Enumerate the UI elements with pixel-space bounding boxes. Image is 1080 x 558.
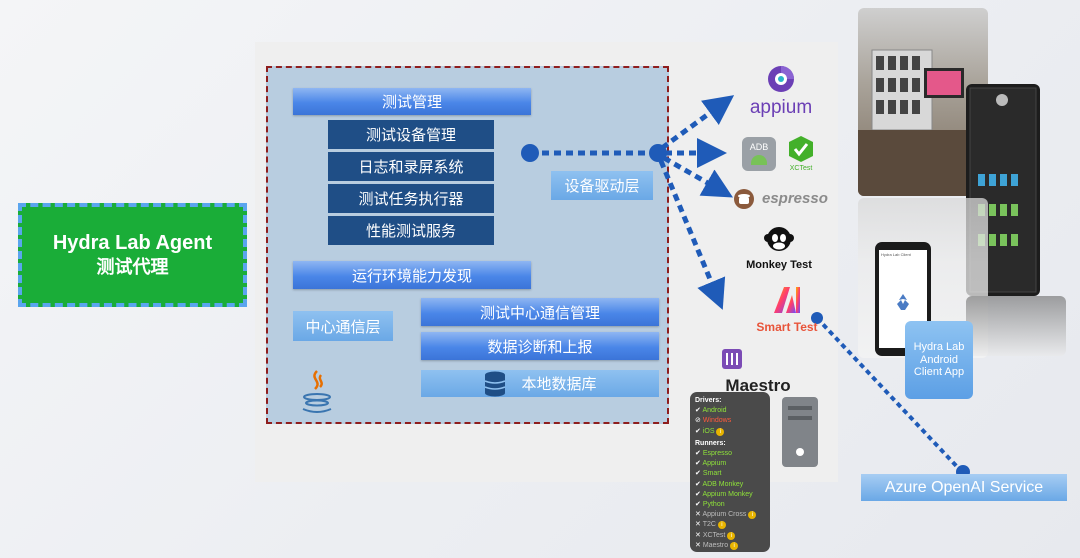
checklist-label: Python — [702, 501, 725, 509]
device-driver-layer-block: 设备驱动层 — [551, 171, 653, 200]
log-screen-record-block: 日志和录屏系统 — [328, 152, 494, 181]
monkey-icon — [764, 227, 794, 251]
monkey-test-label: Monkey Test — [746, 259, 812, 271]
info-icon: i — [717, 521, 726, 530]
agent-title: Hydra Lab Agent — [52, 232, 213, 255]
checklist-label: Windows — [702, 417, 732, 425]
connector-dot-smart — [811, 312, 823, 324]
appium-label: appium — [749, 97, 813, 118]
java-icon — [302, 370, 332, 413]
cross-icon: ✕ — [695, 531, 703, 539]
arrow-to-appium — [660, 95, 735, 151]
cross-icon: ✕ — [695, 511, 703, 519]
checklist-item: ✔ Espresso — [695, 449, 765, 459]
check-icon: ✔ — [695, 460, 703, 468]
checklist-label: ADB Monkey — [702, 480, 744, 488]
checklist-label: Maestro — [702, 541, 729, 549]
task-executor-block: 测试任务执行器 — [328, 184, 494, 213]
espresso-label: espresso — [762, 189, 828, 207]
check-icon: ✔ — [695, 470, 703, 478]
check-icon: ✔ — [695, 490, 703, 498]
drivers-header: Drivers: — [695, 397, 722, 404]
phone-header: Hydra Lab Client — [881, 252, 911, 257]
maestro-icon — [722, 349, 742, 369]
cabinet-reflection — [966, 296, 1066, 356]
checklist-label: Appium Monkey — [702, 490, 753, 498]
xctest-logo: XCTest — [786, 135, 816, 175]
info-icon: i — [730, 541, 739, 550]
checklist-item: ✔ ADB Monkey — [695, 480, 765, 490]
checklist-label: XCTest — [702, 531, 726, 539]
appium-logo: appium — [748, 64, 814, 118]
performance-test-block: 性能测试服务 — [328, 216, 494, 245]
center-comm-block: 测试中心通信管理 — [421, 298, 659, 326]
monkey-test-logo: Monkey Test — [738, 225, 820, 275]
espresso-logo: espresso — [732, 185, 832, 211]
xctest-icon — [789, 136, 813, 162]
espresso-cup-icon — [734, 189, 754, 209]
server-icon — [782, 397, 818, 467]
checklist-item: ✔ Smart — [695, 469, 765, 479]
smart-test-icon — [774, 287, 800, 313]
check-icon: ✔ — [695, 501, 703, 509]
checklist-label: Appium Cross — [702, 511, 747, 519]
test-management-block: 测试管理 — [293, 88, 531, 115]
runners-header: Runners: — [695, 439, 726, 447]
database-icon — [485, 371, 506, 396]
checklist-item: ✔ Appium Monkey — [695, 490, 765, 500]
device-management-block: 测试设备管理 — [328, 120, 494, 149]
local-db-block: 本地数据库 — [421, 370, 659, 397]
info-icon: i — [716, 427, 725, 436]
local-db-label: 本地数据库 — [521, 376, 597, 393]
blocked-icon: ⊘ — [695, 417, 703, 425]
checklist-item: ✔ Appium — [695, 459, 765, 469]
runners-list: ✔ Espresso✔ Appium✔ Smart✔ ADB Monkey✔ A… — [695, 449, 765, 551]
checklist-item: ✔ Android — [695, 406, 765, 416]
checklist-label: T2C — [702, 521, 716, 529]
connector-dot-left — [521, 144, 539, 162]
checklist-label: Smart — [702, 470, 722, 478]
appium-icon — [768, 66, 794, 92]
adb-label: ADB — [749, 142, 769, 152]
checklist-label: iOS — [702, 427, 715, 435]
env-discovery-block: 运行环境能力发现 — [293, 261, 531, 289]
comm-layer-block: 中心通信层 — [293, 311, 393, 341]
checklist-item: ✔ Python — [695, 500, 765, 510]
check-icon: ✔ — [695, 450, 703, 458]
cross-icon: ✕ — [695, 521, 703, 529]
check-icon: ✔ — [695, 427, 703, 435]
adb-icon: ADB — [742, 137, 776, 171]
maestro-label: Maestro — [725, 376, 791, 395]
hydra-lab-app-icon — [897, 294, 909, 310]
smart-test-label: Smart Test — [756, 320, 818, 334]
checklist-label: Espresso — [702, 450, 732, 458]
maestro-logo: Maestro — [720, 348, 796, 395]
info-icon: i — [748, 511, 757, 520]
xctest-label: XCTest — [789, 165, 813, 172]
arrow-to-espresso — [662, 155, 734, 198]
info-icon: i — [727, 531, 736, 540]
hydra-lab-agent-box: Hydra Lab Agent 测试代理 — [18, 203, 247, 307]
azure-openai-service: Azure OpenAI Service — [861, 474, 1067, 501]
checklist-label: Appium — [702, 460, 727, 468]
cross-icon: ✕ — [695, 541, 703, 549]
check-icon: ✔ — [695, 407, 703, 415]
checklist-label: Android — [702, 407, 727, 415]
diagnosis-report-block: 数据诊断和上报 — [421, 332, 659, 360]
checklist-item: ⊘ Windows — [695, 416, 765, 426]
client-app-label: Hydra Lab Android Client App — [905, 321, 973, 399]
arrow-to-smart — [658, 160, 726, 310]
check-icon: ✔ — [695, 480, 703, 488]
smart-test-logo: Smart Test — [748, 283, 826, 339]
agent-subtitle: 测试代理 — [96, 257, 169, 278]
